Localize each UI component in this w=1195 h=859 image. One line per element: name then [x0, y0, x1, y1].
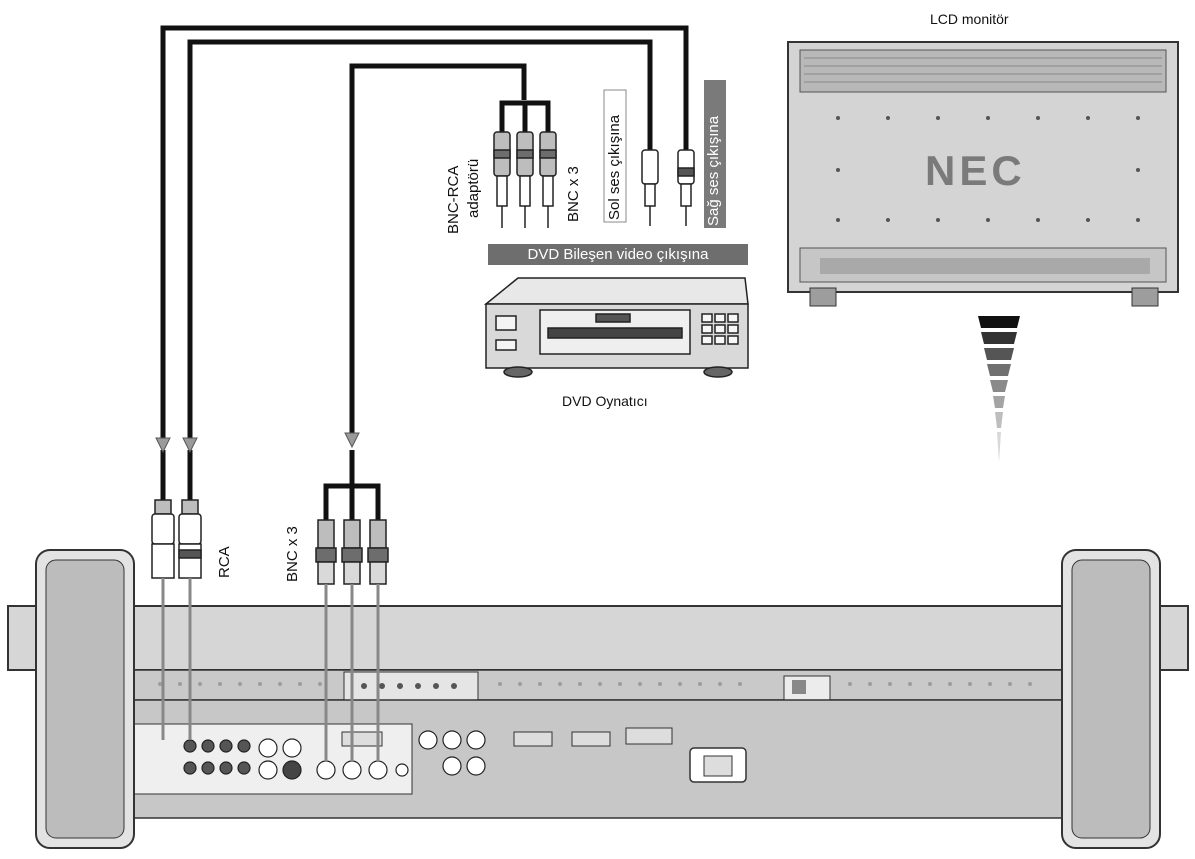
bnc-x3-bottom-label: BNC x 3 — [284, 526, 301, 582]
bnc-plugs-bottom — [315, 519, 389, 600]
right-audio-cable — [160, 25, 689, 440]
left-audio-label: Sol ses çıkışına — [606, 114, 623, 220]
right-audio-label-bg — [704, 80, 726, 228]
rca-plug-icon — [178, 499, 202, 600]
right-audio-label: Sağ ses çıkışına — [705, 115, 722, 226]
dvd-component-out-label: DVD Bileşen video çıkışına — [488, 244, 748, 265]
bnc-plug-icon — [315, 519, 337, 600]
rca-plug-icon — [151, 499, 175, 600]
left-audio-label-bg — [603, 89, 627, 223]
video-cable — [349, 63, 527, 435]
lcd-monitor-label: LCD monitör — [930, 11, 1009, 27]
rca-plug-icon — [641, 149, 659, 226]
rca-plugs-bottom — [151, 499, 202, 600]
bnc-rca-label: BNC-RCA — [445, 165, 462, 234]
rca-plug-icon — [677, 149, 695, 226]
arrow-down-icon — [182, 437, 198, 454]
rear-panel — [7, 549, 1189, 849]
arrow-down-icon — [344, 432, 360, 449]
rca-label: RCA — [216, 546, 233, 578]
bnc-rca-adapters — [493, 131, 557, 228]
lcd-monitor-icon — [787, 41, 1179, 307]
bnc-plug-icon — [341, 519, 363, 600]
bnc-plug-icon — [367, 519, 389, 600]
dvd-player-icon — [483, 277, 749, 378]
dvd-player-label: DVD Oynatıcı — [562, 393, 648, 409]
adapter-label: adaptörü — [465, 158, 482, 218]
brand-logo-text: NEC — [925, 147, 1026, 194]
bnc-x3-top-label: BNC x 3 — [565, 166, 582, 222]
video-cable-split-bottom — [323, 450, 381, 520]
video-cable-split-top — [499, 100, 551, 132]
arrow-down-icon — [155, 437, 171, 454]
left-audio-cable — [187, 39, 653, 440]
gradient-wedge-icon — [978, 316, 1020, 462]
cables — [160, 25, 689, 520]
arrows — [155, 432, 360, 454]
bnc-plug-icon — [539, 131, 557, 228]
bnc-plug-icon — [516, 131, 534, 228]
audio-rca-plugs-top — [641, 149, 695, 226]
bnc-plug-icon — [493, 131, 511, 228]
